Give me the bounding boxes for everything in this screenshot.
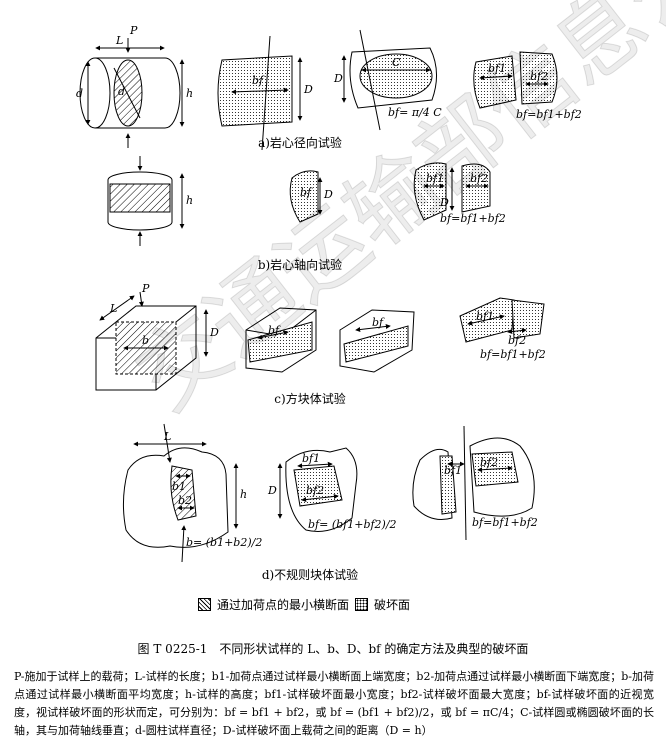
label-bf1-d3: bf1 <box>444 464 462 477</box>
label-D-d2: D <box>267 484 277 497</box>
caption-c: c)方块体试验 <box>274 392 346 406</box>
label-bf-a2: bf <box>252 74 265 87</box>
eq-pi-a3: bf= π/4 C <box>388 106 442 119</box>
label-D-a2: D <box>303 83 313 96</box>
eq-sum-a4: bf=bf1+bf2 <box>516 108 582 121</box>
caption-a: a)岩心径向试验 <box>258 136 342 150</box>
figure-diagram: P L d d h bf D D C bf= π/4 C bf1 bf2 bf=… <box>76 24 582 563</box>
notes-paragraph: P-施加于试样上的载荷；L-试样的长度；b1-加荷点通过试样最小横断面上端宽度；… <box>14 670 654 737</box>
label-L-a1: L <box>115 34 123 47</box>
label-L-d1: L <box>163 430 171 443</box>
panel-c2-block-broken <box>245 307 415 373</box>
panel-d3-irregular-split <box>412 425 535 541</box>
panel-d1-irregular <box>122 423 239 563</box>
legend-dots-swatch <box>355 598 369 611</box>
panel-b3-core-axial-split <box>413 162 491 221</box>
panel-c1-block <box>95 291 209 391</box>
legend-dots-label: 破坏面 <box>374 598 411 612</box>
label-D-c1: D <box>209 326 219 339</box>
label-C-a3: C <box>392 56 401 69</box>
legend: 通过加荷点的最小横断面 破坏面 <box>198 596 410 613</box>
label-b1-d1: b1 <box>172 480 186 493</box>
legend-hatch-swatch <box>198 598 211 611</box>
label-bf1-b3: bf1 <box>426 172 444 185</box>
panel-b2-core-axial-broken <box>289 170 323 223</box>
label-h-a1: h <box>186 87 193 100</box>
label-bf-c2b: bf <box>372 316 385 329</box>
label-bf1-d2: bf1 <box>302 452 320 465</box>
label-d-a1: d <box>76 87 83 100</box>
label-b-c1: b <box>142 334 149 347</box>
label-D-b3: D <box>439 196 449 209</box>
eq-sum-c3: bf=bf1+bf2 <box>480 348 546 361</box>
label-D-b2: D <box>323 188 333 201</box>
panel-a1-core-radial <box>79 38 185 148</box>
label-d-inner-a1: d <box>118 85 125 98</box>
label-D-a3: D <box>333 72 343 85</box>
panel-b1-core-axial <box>107 156 185 246</box>
panel-a2-core-radial-broken <box>217 35 303 151</box>
panel-a3-core-radial-ellipse <box>341 29 437 131</box>
caption-b: b)岩心轴向试验 <box>257 258 343 272</box>
label-bf2-d3: bf2 <box>480 456 498 469</box>
label-P-a1: P <box>129 24 138 37</box>
panel-d2-irregular-broken <box>277 447 358 532</box>
label-bf2-a4: bf2 <box>530 70 548 83</box>
panel-a4-core-radial-split <box>473 51 558 109</box>
label-bf-c2a: bf <box>268 324 281 337</box>
legend-hatch-label: 通过加荷点的最小横断面 <box>217 598 350 612</box>
label-bf1-c3: bf1 <box>476 310 494 323</box>
label-bf2-b3: bf2 <box>470 172 488 185</box>
figure-caption: 图 T 0225-1 不同形状试样的 L、b、D、bf 的确定方法及典型的破坏面 <box>137 642 529 656</box>
label-bf1-a4: bf1 <box>488 62 506 75</box>
eq-sum-d3: bf=bf1+bf2 <box>472 516 538 529</box>
eq-sum-b3: bf=bf1+bf2 <box>440 212 506 225</box>
label-bf2-d2: bf2 <box>306 484 324 497</box>
eq-avg-b-d1: b= (b1+b2)/2 <box>186 536 262 549</box>
label-h-b1: h <box>186 194 193 207</box>
label-h-d1: h <box>240 488 247 501</box>
panel-c3-block-split <box>459 297 545 343</box>
label-L-c1: L <box>109 302 117 315</box>
eq-avg-bf-d2: bf= (bf1+bf2)/2 <box>308 518 397 531</box>
label-bf2-c3: bf2 <box>508 334 526 347</box>
caption-d: d)不规则块体试验 <box>261 568 359 582</box>
label-P-c1: P <box>141 282 150 295</box>
label-bf-b2: bf <box>300 186 313 199</box>
label-b2-d1: b2 <box>178 494 192 507</box>
